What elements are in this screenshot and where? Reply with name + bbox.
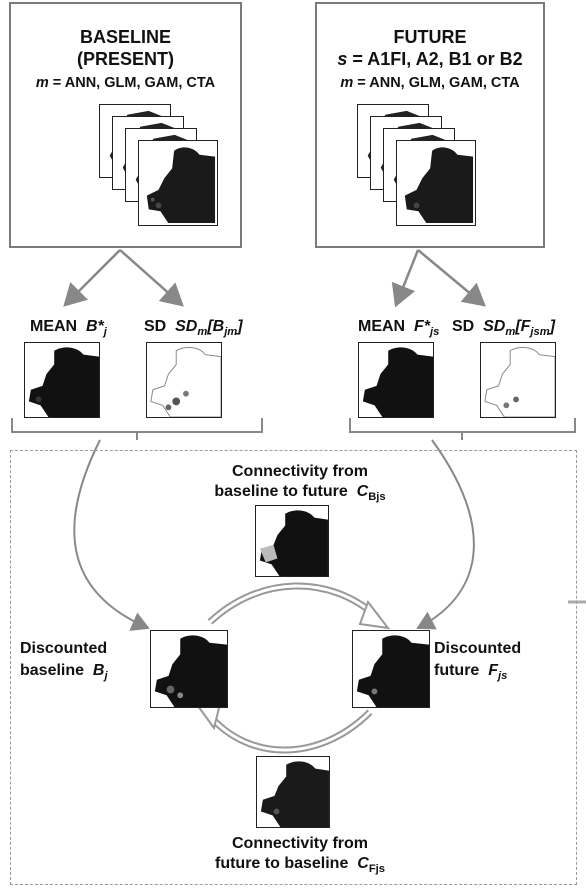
future-scenarios: s = A1FI, A2, B1 or B2	[337, 49, 523, 69]
future-mean-map	[358, 342, 434, 418]
baseline-box: BASELINE (PRESENT) m = ANN, GLM, GAM, CT…	[9, 2, 242, 248]
future-title: FUTURE	[393, 27, 467, 47]
disc-future-label: Discounted future Fjs	[434, 640, 522, 683]
bracket-future	[349, 418, 576, 440]
connectivity-region	[10, 450, 577, 885]
future-sd-map	[480, 342, 556, 418]
arrow-baseline-to-mean	[63, 249, 121, 307]
conn-bf-label: Connectivity from baseline to future CBj…	[214, 463, 386, 504]
map-thumbnail	[396, 140, 476, 226]
arrow-to-discounted-future	[416, 439, 475, 630]
arrow-future-to-sd	[417, 249, 486, 307]
conn-fb-map	[256, 756, 330, 828]
future-mean-label: MEAN F*js	[358, 318, 440, 339]
baseline-sd-map	[146, 342, 222, 418]
disc-baseline-map	[150, 630, 228, 708]
baseline-subtitle: (PRESENT)	[76, 49, 174, 69]
conn-fb-label: Connectivity from future to baseline CFj…	[215, 835, 385, 876]
baseline-sd-label: SD SDm[Bjm]	[144, 318, 243, 339]
baseline-title: BASELINE	[79, 27, 171, 47]
baseline-mean-map	[24, 342, 100, 418]
map-thumbnail	[138, 140, 218, 226]
future-box: FUTURE s = A1FI, A2, B1 or B2 m = ANN, G…	[315, 2, 545, 248]
conn-bf-map	[255, 505, 329, 577]
baseline-models: m = ANN, GLM, GAM, CTA	[35, 75, 216, 91]
arrow-future-to-mean	[391, 249, 420, 308]
bracket-baseline	[11, 418, 263, 440]
disc-baseline-label: Discounted baseline Bj	[20, 640, 108, 683]
future-models: m = ANN, GLM, GAM, CTA	[340, 75, 520, 91]
future-sd-label: SD SDm[Fjsm]	[452, 318, 556, 339]
arrow-to-discounted-baseline	[73, 439, 150, 631]
baseline-mean-label: MEAN B*j	[30, 318, 107, 339]
disc-future-map	[352, 630, 430, 708]
arrow-baseline-to-sd	[119, 249, 184, 307]
